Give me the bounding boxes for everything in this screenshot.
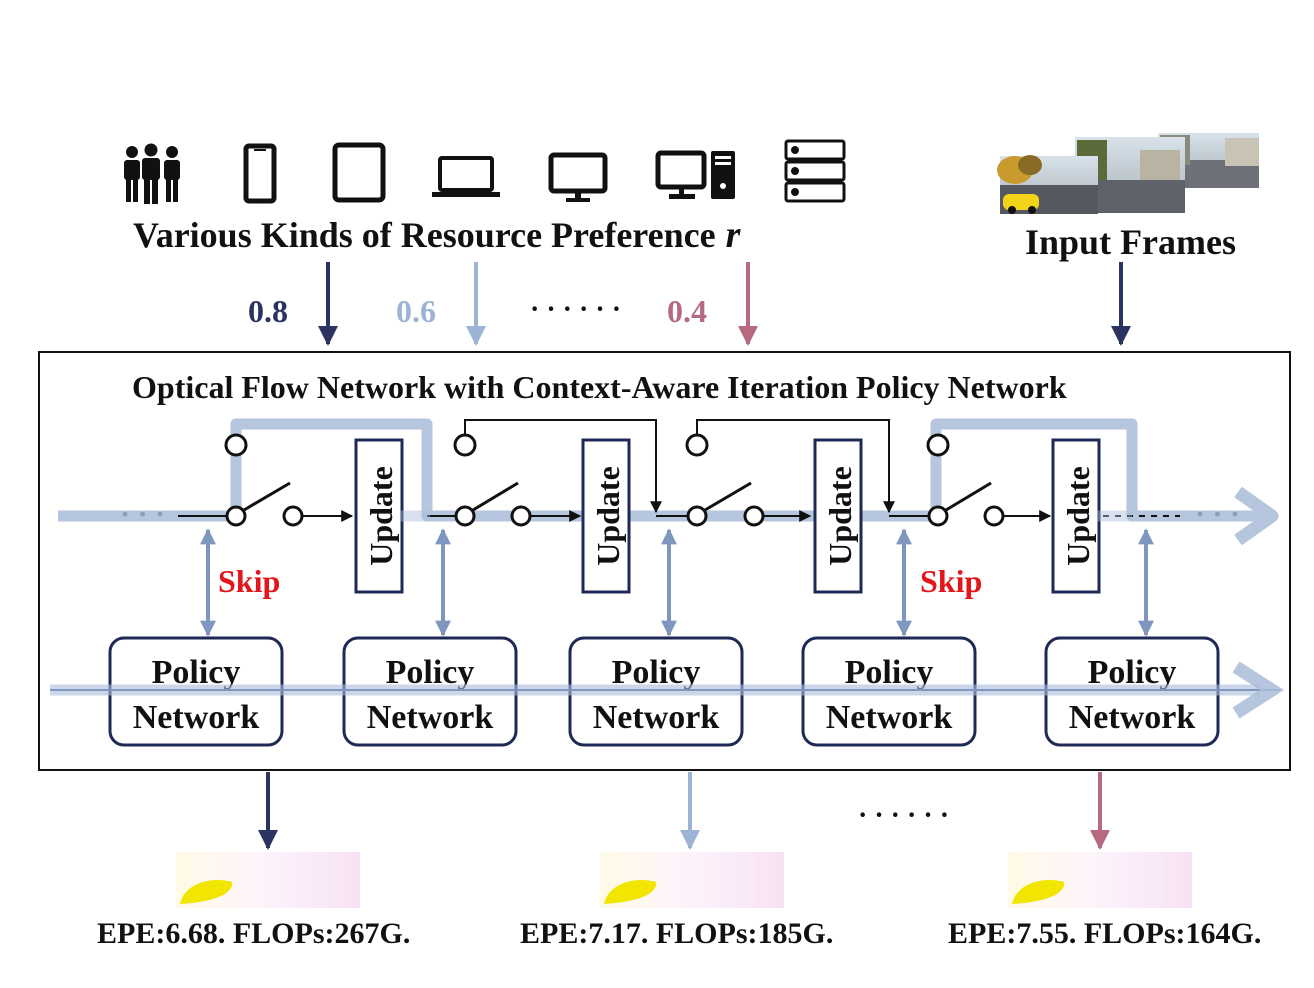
policy-connectors bbox=[200, 528, 1154, 637]
svg-text:Network: Network bbox=[133, 699, 260, 736]
preference-value-2: 0.6 bbox=[396, 293, 436, 329]
update-block-4: Update bbox=[1051, 438, 1101, 594]
switch-output-node bbox=[983, 505, 1005, 527]
server-rack-icon bbox=[784, 139, 846, 203]
flow-result-image-2 bbox=[600, 852, 784, 908]
output-metrics-2: EPE:7.17. FLOPs:185G. bbox=[520, 917, 833, 950]
update-block-3: Update bbox=[813, 438, 863, 594]
svg-text:Network: Network bbox=[1069, 699, 1196, 736]
people-icon bbox=[124, 143, 180, 204]
switch-input-node bbox=[225, 505, 247, 527]
policy-flow-band bbox=[50, 661, 1285, 719]
skip-node bbox=[685, 433, 709, 457]
skip-label-2: Skip bbox=[920, 563, 982, 599]
iteration-stage-3 bbox=[656, 419, 895, 527]
network-frame bbox=[38, 351, 1291, 771]
update-label: Update bbox=[363, 466, 399, 566]
update-block-1: Update bbox=[354, 438, 404, 594]
output-ellipsis: · · · · · · bbox=[858, 800, 949, 831]
switch-lever bbox=[704, 481, 752, 512]
update-label: Update bbox=[822, 466, 858, 566]
tablet-icon bbox=[332, 142, 386, 203]
iteration-stage-2 bbox=[427, 419, 662, 527]
preference-ellipsis: · · · · · · bbox=[530, 294, 621, 325]
switch-input-node bbox=[927, 505, 949, 527]
laptop-icon bbox=[432, 156, 500, 197]
skip-node bbox=[224, 433, 248, 457]
output-metrics-1: EPE:6.68. FLOPs:267G. bbox=[97, 917, 410, 950]
flow-start-dots: · · · bbox=[120, 498, 165, 531]
network-title: Optical Flow Network with Context-Aware … bbox=[132, 369, 1067, 405]
switch-lever bbox=[945, 481, 992, 512]
flow-end-dots: · · · bbox=[1195, 498, 1240, 531]
skip-connection bbox=[464, 419, 662, 514]
switch-output-node bbox=[510, 505, 532, 527]
iteration-stage-4 bbox=[889, 433, 1052, 527]
skip-node bbox=[453, 433, 477, 457]
skip-node bbox=[926, 433, 950, 457]
switch-lever bbox=[472, 481, 519, 512]
smartphone-icon bbox=[243, 143, 277, 204]
desktop-tower-icon bbox=[655, 150, 735, 199]
flow-result-image-1 bbox=[176, 852, 360, 908]
svg-text:Network: Network bbox=[367, 699, 494, 736]
output-metrics-3: EPE:7.55. FLOPs:164G. bbox=[948, 917, 1261, 950]
frame-front bbox=[997, 155, 1098, 214]
switch-lever bbox=[243, 481, 291, 512]
update-label: Update bbox=[1060, 466, 1096, 566]
preference-value-1: 0.8 bbox=[248, 293, 288, 329]
input-frames-image bbox=[997, 133, 1259, 214]
skip-label-1: Skip bbox=[218, 563, 280, 599]
switch-input-node bbox=[686, 505, 708, 527]
switch-input-node bbox=[454, 505, 476, 527]
switch-output-node bbox=[282, 505, 304, 527]
update-block-2: Update bbox=[581, 438, 631, 594]
svg-text:Network: Network bbox=[826, 699, 953, 736]
input-frames-label: Input Frames bbox=[1025, 222, 1236, 262]
svg-text:Network: Network bbox=[593, 699, 720, 736]
switch-output-node bbox=[743, 505, 765, 527]
monitor-icon bbox=[548, 152, 608, 202]
update-label: Update bbox=[590, 466, 626, 566]
skip-connection bbox=[696, 419, 895, 514]
flow-result-image-3 bbox=[1008, 852, 1192, 908]
iteration-stage-1 bbox=[178, 433, 354, 527]
preference-value-3: 0.4 bbox=[667, 293, 707, 329]
